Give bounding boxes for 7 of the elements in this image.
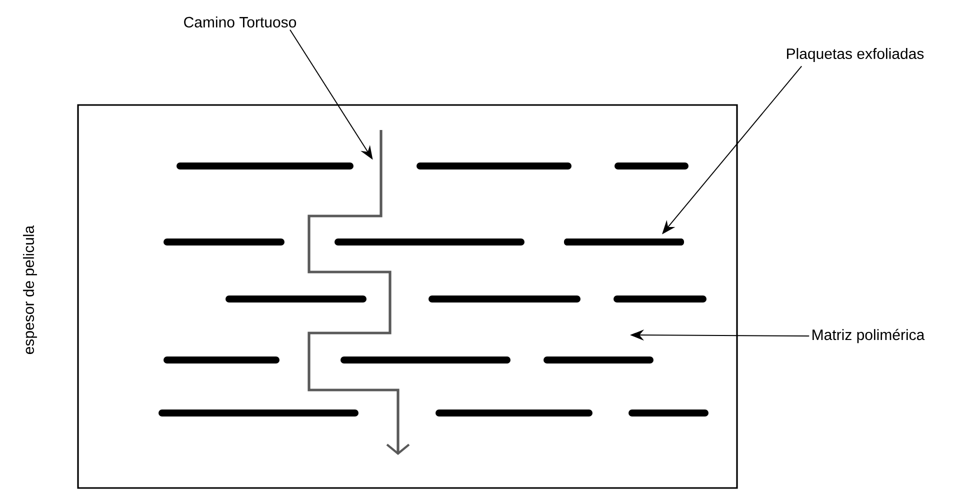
- axis-label: espesor de pelicula: [23, 225, 37, 354]
- callout-label: Plaquetas exfoliadas: [787, 48, 924, 62]
- platelet: [564, 238, 684, 246]
- tortuous-path-arrow: [308, 130, 410, 455]
- callout-label: Matriz polimérica: [812, 328, 925, 344]
- film-rectangle: [77, 104, 738, 489]
- callout-label: Camino Tortuoso: [184, 16, 296, 28]
